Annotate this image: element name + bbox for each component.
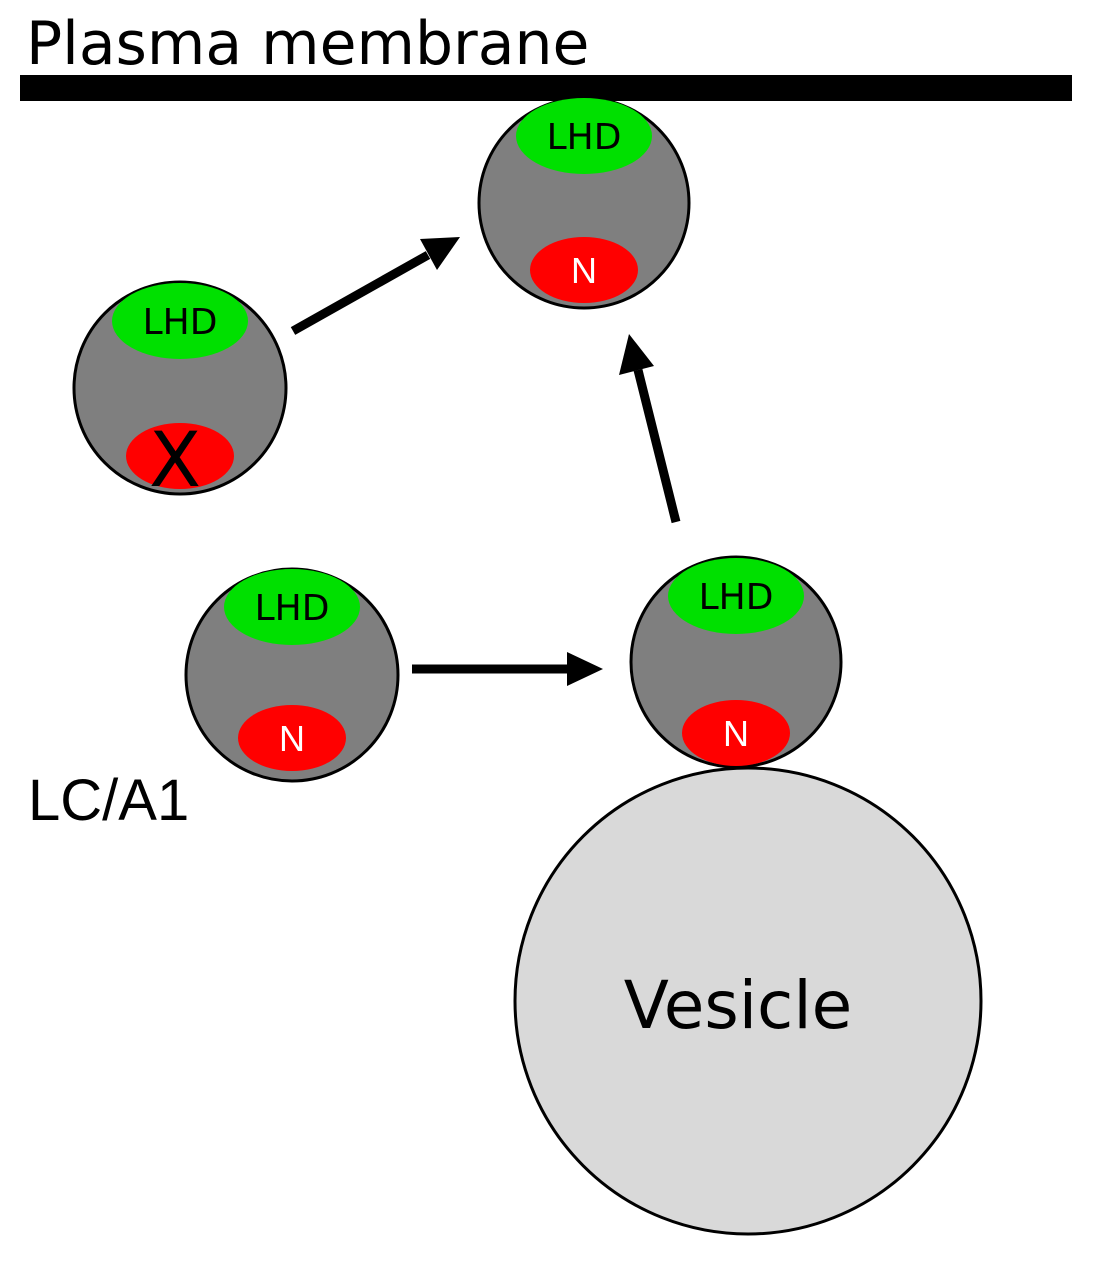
membrane-label: Plasma membrane [26, 9, 589, 79]
n-domain [682, 700, 790, 766]
lhd-domain [516, 98, 652, 174]
vesicle-label: Vesicle [624, 967, 853, 1044]
plasma-membrane [20, 75, 1072, 101]
n-label: N [279, 718, 305, 759]
n-domain [530, 237, 638, 303]
lhd-label: LHD [143, 302, 218, 343]
arrow-blocked-to-membrane [290, 237, 460, 335]
arrow-vesicle-to-membrane [619, 334, 681, 524]
protein-vesicle-bound: LHD N [629, 555, 843, 769]
n-domain [126, 423, 234, 489]
lhd-domain [224, 569, 360, 645]
lhd-label: LHD [699, 577, 774, 618]
lhd-label: LHD [255, 588, 330, 629]
lhd-label: LHD [547, 117, 622, 158]
free-protein-label: LC/A1 [28, 768, 189, 833]
blocked-x-mark: X [149, 415, 201, 504]
lhd-domain [112, 283, 248, 359]
vesicle: Vesicle [513, 766, 983, 1236]
protein-free: LHD N [184, 567, 400, 783]
n-domain [238, 705, 346, 771]
n-label: N [723, 713, 749, 754]
protein-membrane-bound: LHD N [477, 96, 691, 310]
lhd-domain [668, 558, 804, 634]
arrow-free-to-vesicle [412, 652, 603, 686]
n-label: N [571, 250, 597, 291]
protein-n-blocked: LHD X [72, 280, 288, 504]
